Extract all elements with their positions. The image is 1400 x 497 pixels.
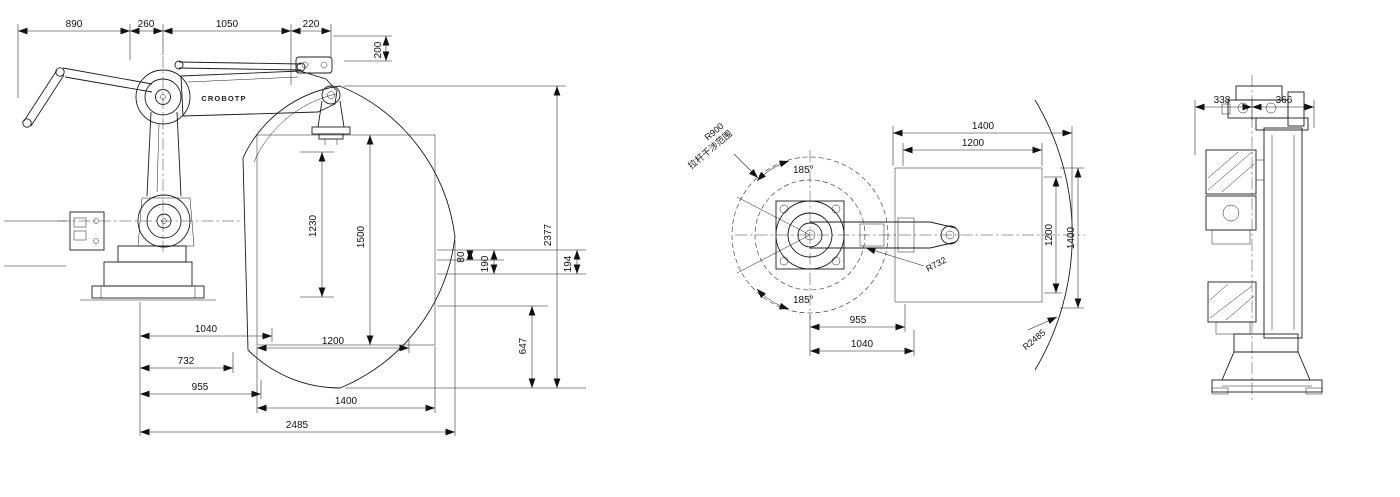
dim-200: 200 (373, 41, 384, 58)
dim-1400-width: 1400 (972, 121, 995, 132)
side-view: CROBOTP (4, 19, 586, 436)
top-r2485-callout: R2485 (1021, 316, 1058, 352)
top-dims-width: 1400 1200 (892, 121, 1073, 230)
dim-647: 647 (518, 337, 529, 354)
label-r2485: R2485 (1021, 327, 1048, 352)
top-r900-callout: R900 拉杆干涉范围 (686, 121, 759, 179)
dim-1400: 1400 (335, 396, 358, 407)
top-robot-drawing (731, 150, 1085, 320)
dim-1500: 1500 (356, 225, 367, 248)
side-dim-647: 647 (437, 305, 548, 388)
angle-185-lower: 185° (793, 295, 814, 306)
side-robot-drawing: CROBOTP (4, 56, 351, 301)
top-angle-upper: 185° (756, 160, 814, 182)
dim-1400-height: 1400 (1066, 226, 1077, 249)
dim-194: 194 (563, 255, 574, 272)
dim-80: 80 (456, 251, 467, 263)
dim-1200: 1200 (322, 336, 345, 347)
side-dim-200: 200 (333, 35, 392, 62)
top-work-area-rect (894, 167, 1043, 303)
dim-1040-top-view: 1040 (851, 339, 874, 350)
front-robot-drawing (1205, 75, 1323, 400)
dim-1230: 1230 (308, 214, 319, 237)
side-dims-1230-1500: 1230 1500 (300, 135, 374, 345)
dim-955-top-view: 955 (850, 315, 867, 326)
side-dim-chain-top: 890 260 1050 220 (17, 19, 332, 98)
top-dims-bottom: 955 1040 (809, 304, 915, 356)
top-angle-lower: 185° (756, 288, 814, 310)
side-work-area-rect (256, 134, 436, 346)
dim-2377: 2377 (543, 223, 554, 246)
dim-1050: 1050 (216, 19, 239, 30)
front-dims-top: 338 366 (1194, 95, 1315, 155)
front-view: 338 366 (1194, 75, 1323, 400)
dim-2485: 2485 (286, 420, 309, 431)
dim-338: 338 (1214, 95, 1231, 106)
side-dim-2377: 2377 (344, 85, 586, 389)
dim-366: 366 (1276, 95, 1293, 106)
side-dims-80-190-194: 80 190 194 (437, 249, 586, 275)
dim-1040: 1040 (195, 324, 218, 335)
dim-1200-width: 1200 (962, 138, 985, 149)
dim-732: 732 (178, 356, 195, 367)
label-r732: R732 (924, 255, 948, 274)
top-view: 1400 1200 1200 1400 955 1040 185 (686, 99, 1085, 371)
dim-955: 955 (192, 382, 209, 393)
dim-190: 190 (480, 255, 491, 272)
dim-890: 890 (66, 19, 83, 30)
top-dims-height: 1200 1400 (1044, 167, 1084, 309)
angle-185-upper: 185° (793, 165, 814, 176)
dim-260: 260 (138, 19, 155, 30)
dim-1200-height: 1200 (1044, 223, 1055, 246)
dim-220: 220 (303, 19, 320, 30)
brand-logo-side: CROBOTP (201, 94, 246, 103)
side-dim-stack-bottom: 1040 1200 732 955 1400 2485 (139, 240, 456, 436)
side-work-envelope (242, 85, 456, 389)
